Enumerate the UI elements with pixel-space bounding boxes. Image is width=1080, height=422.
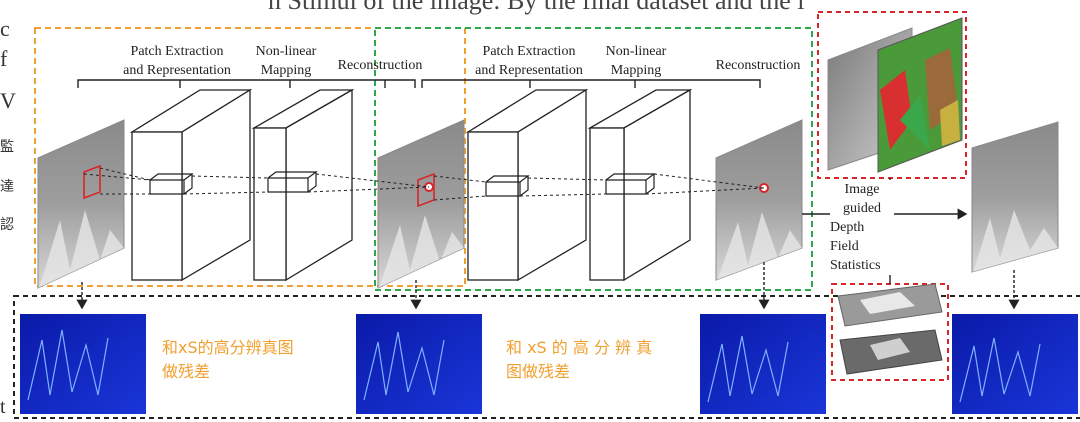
background-left-char-5: 認 bbox=[0, 218, 14, 233]
stage2-recon-label: Reconstruction bbox=[715, 58, 801, 73]
residual-black-box bbox=[13, 295, 1080, 419]
residual-map-4 bbox=[952, 314, 1078, 414]
depth-map-stage2-output bbox=[715, 119, 803, 281]
stage2-conv-block-2 bbox=[587, 88, 693, 282]
depth-field-statistics-label: Depth Field Statistics bbox=[830, 218, 894, 275]
rgb-guide-image bbox=[827, 17, 963, 173]
image-guided-label: Image guided bbox=[830, 180, 894, 218]
background-top-text: n Stimul of the image: By the final data… bbox=[268, 0, 805, 15]
stage2-patch-label: Patch Extraction and Representation bbox=[475, 44, 583, 78]
background-left-char-2: V bbox=[0, 88, 16, 113]
stage1-orange-box bbox=[34, 27, 466, 287]
residual-note-1: 和xS的高分辨真图 做残差 bbox=[162, 338, 294, 381]
stage1-brackets bbox=[77, 79, 416, 88]
depth-map-final-output bbox=[971, 121, 1059, 273]
projection-lines bbox=[83, 167, 765, 201]
stage2-conv-block-1 bbox=[465, 88, 589, 282]
stage1-patch-label: Patch Extraction and Representation bbox=[123, 44, 231, 78]
background-left-char-3: 監 bbox=[0, 140, 14, 155]
stage2-brackets bbox=[421, 79, 761, 88]
rgb-red-box bbox=[817, 11, 967, 179]
residual-map-1 bbox=[20, 314, 146, 414]
stage1-conv-block-2 bbox=[251, 88, 355, 282]
stage1-conv-block-1 bbox=[129, 88, 253, 282]
residual-map-3 bbox=[700, 314, 826, 414]
depth-map-stage1-output bbox=[377, 119, 465, 289]
depth-map-input bbox=[37, 119, 125, 289]
stats-depth-images bbox=[837, 283, 943, 375]
background-left-char-6: t bbox=[0, 396, 6, 418]
background-left-char-4: 達 bbox=[0, 180, 14, 195]
background-left-char-1: f bbox=[0, 46, 8, 71]
stage1-recon-label: Reconstruction bbox=[337, 58, 423, 73]
stage2-nonlinear-label: Non-linear Mapping bbox=[605, 44, 667, 78]
residual-note-2: 和 xS 的 高 分 辨 真 图做残差 bbox=[506, 338, 653, 381]
stage1-nonlinear-label: Non-linear Mapping bbox=[255, 44, 317, 78]
background-left-char-0: c bbox=[0, 16, 10, 41]
residual-map-2 bbox=[356, 314, 482, 414]
